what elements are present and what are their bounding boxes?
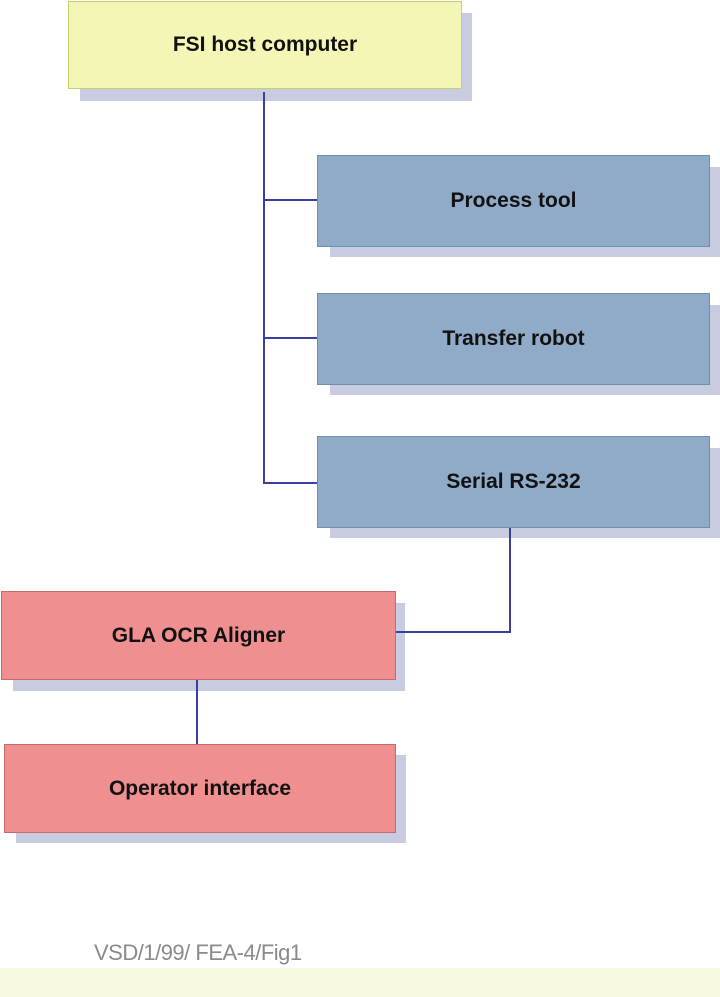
node-aligner: GLA OCR Aligner [1,591,396,680]
connector-aligner-to-operator [196,680,198,744]
connector-to-serial [263,482,319,484]
connector-to-process-tool [263,199,319,201]
node-serial-label: Serial RS-232 [446,470,581,493]
connector-trunk [263,92,265,484]
node-aligner-label: GLA OCR Aligner [111,623,286,647]
node-process-tool: Process tool [317,155,710,247]
node-serial: Serial RS-232 [317,436,710,528]
footer-strip [0,968,720,997]
node-operator: Operator interface [4,744,396,833]
connector-to-transfer-robot [263,337,319,339]
figure-caption: VSD/1/99/ FEA-4/Fig1 [94,940,302,965]
node-transfer-robot-label: Transfer robot [442,327,585,350]
node-process-tool-label: Process tool [450,189,577,212]
node-host-label: FSI host computer [172,33,358,56]
connector-serial-down [509,528,511,633]
node-operator-label: Operator interface [108,776,292,800]
node-host: FSI host computer [68,1,462,89]
connector-to-aligner [396,631,511,633]
node-transfer-robot: Transfer robot [317,293,710,385]
